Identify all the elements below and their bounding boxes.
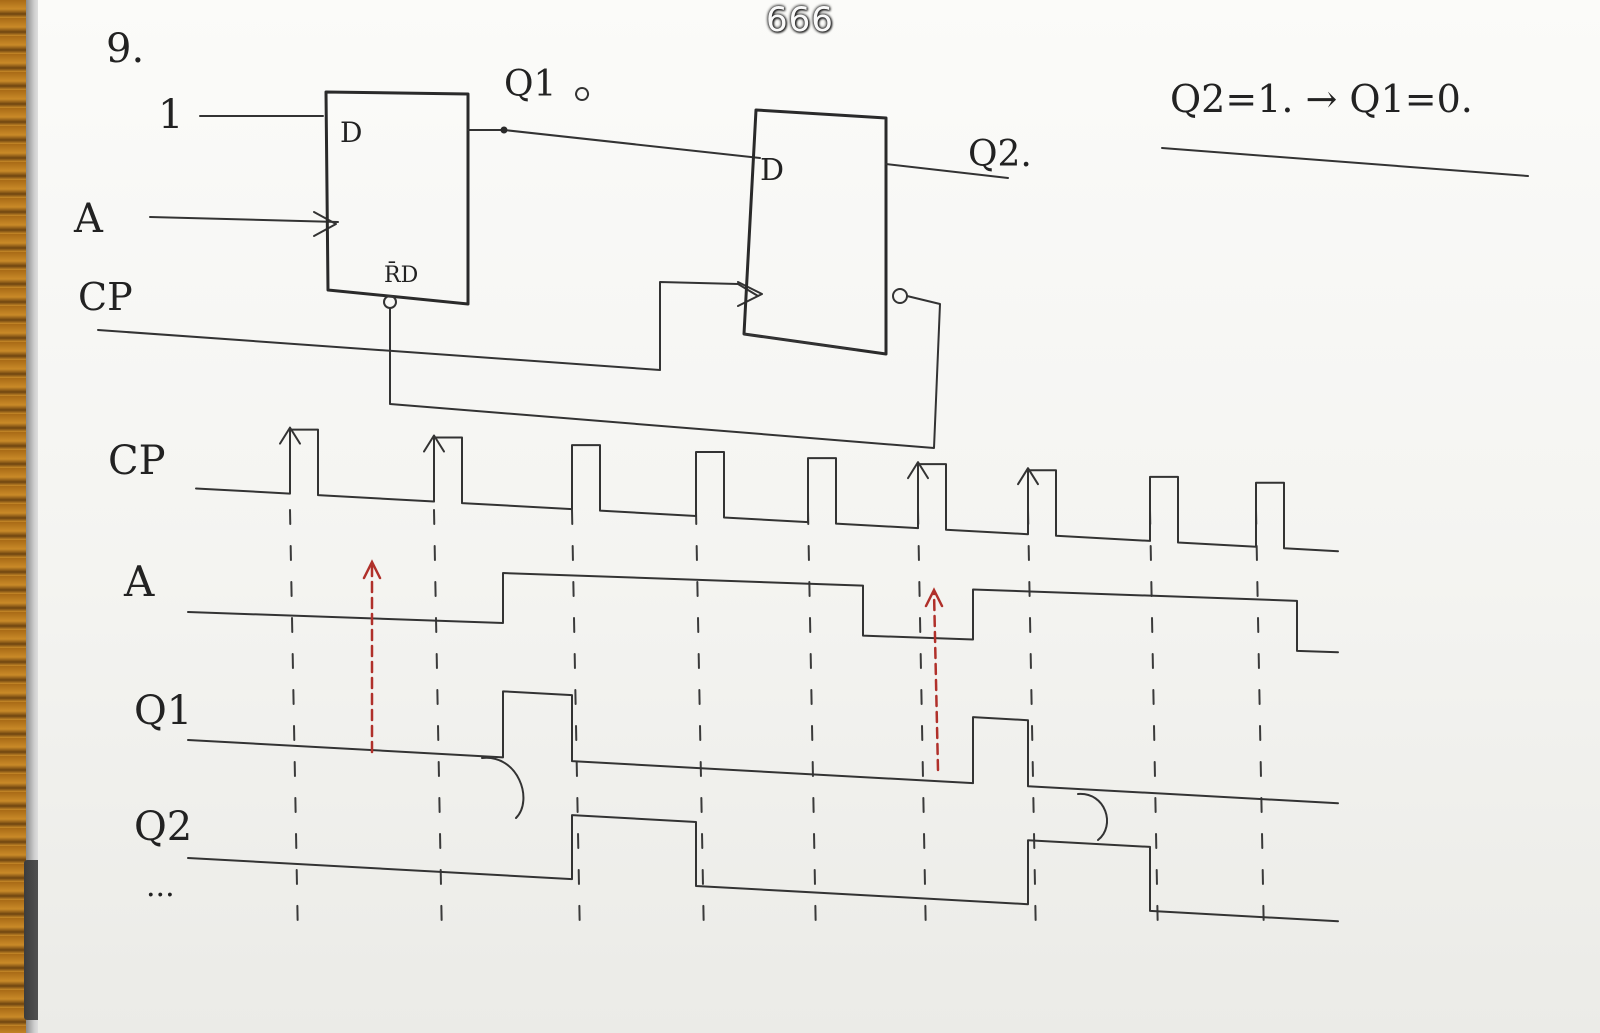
- note-text: Q2=1. → Q1=0.: [1170, 77, 1473, 121]
- timing-guide-line: [571, 509, 581, 941]
- output-q1-label: Q1: [504, 64, 556, 105]
- cp-wire: [97, 281, 739, 371]
- ff2-d-label: D: [760, 153, 784, 188]
- feedback-wire: [389, 295, 941, 449]
- ff2-qbar-bubble: [892, 288, 908, 304]
- timing-guide-line: [1149, 509, 1159, 941]
- timing-guide-line: [289, 509, 299, 941]
- q1-trace: [187, 690, 1339, 805]
- q1-node: [500, 126, 508, 134]
- q1-tick: [575, 87, 590, 101]
- cp-wire-end: [737, 283, 759, 297]
- input-cp-label: CP: [78, 275, 133, 319]
- cp-waveform: [195, 428, 1339, 553]
- q2-trace: [187, 814, 1339, 923]
- q1-wire: [467, 129, 761, 159]
- timing-guide-line: [807, 509, 817, 941]
- cp-edge-arrow: [423, 434, 445, 453]
- wave-q1-label: Q1: [134, 688, 192, 734]
- ff2-box: [742, 108, 888, 356]
- page-number-overlay: 666: [766, 0, 834, 40]
- timing-guide-line: [695, 509, 705, 941]
- wave-a-label: A: [123, 557, 155, 606]
- timing-guide-line: [433, 509, 443, 941]
- input-a-label: A: [73, 196, 104, 242]
- cp-trace: [195, 428, 1339, 553]
- input-one-label: 1: [158, 92, 183, 138]
- q2-wire: [885, 163, 1009, 179]
- input-a-wire: [149, 216, 339, 223]
- cp-edge-arrow: [907, 461, 929, 480]
- reset-hook-2: [1077, 792, 1108, 841]
- board-drawing: 9. 1 A CP D R̄D Q1 D Q2. Q2=1. → Q1=0. C…: [73, 26, 1529, 941]
- ff1-reset-bubble: [383, 295, 397, 309]
- timing-guides: [289, 509, 1265, 941]
- a-waveform: [187, 572, 1339, 654]
- timing-guide-line: [1255, 509, 1265, 941]
- red-arrow-2-shaft: [932, 590, 940, 772]
- red-arrow-1-head: [362, 559, 382, 580]
- q2-waveform: [187, 814, 1339, 923]
- reset-hook-1: [481, 756, 525, 819]
- output-q2-label: Q2.: [968, 134, 1032, 175]
- problem-number: 9.: [106, 26, 144, 72]
- wave-cp-label: CP: [108, 438, 166, 484]
- ff1-box: [324, 90, 470, 306]
- timing-guide-line: [1027, 509, 1037, 941]
- note-underline: [1161, 147, 1529, 177]
- whiteboard-rail: [26, 0, 40, 1033]
- q1-waveform: [187, 690, 1339, 805]
- whiteboard: 9. 1 A CP D R̄D Q1 D Q2. Q2=1. → Q1=0. C…: [38, 0, 1600, 1033]
- ff1-reset-label: R̄D: [384, 261, 418, 288]
- cp-edge-arrow: [1017, 467, 1039, 486]
- cp-edge-arrows: [279, 426, 1039, 486]
- wave-q2-label: Q2: [134, 804, 192, 850]
- ff1-d-label: D: [340, 116, 362, 149]
- ff1-clock-triangle: [313, 211, 337, 237]
- cp-edge-arrow: [279, 426, 301, 445]
- timing-guide-line: [917, 509, 927, 941]
- a-trace: [187, 572, 1339, 654]
- ff2-bottom-line: [743, 333, 857, 351]
- red-arrow-2-head: [924, 587, 944, 608]
- wave-ellipsis: ...: [146, 869, 175, 904]
